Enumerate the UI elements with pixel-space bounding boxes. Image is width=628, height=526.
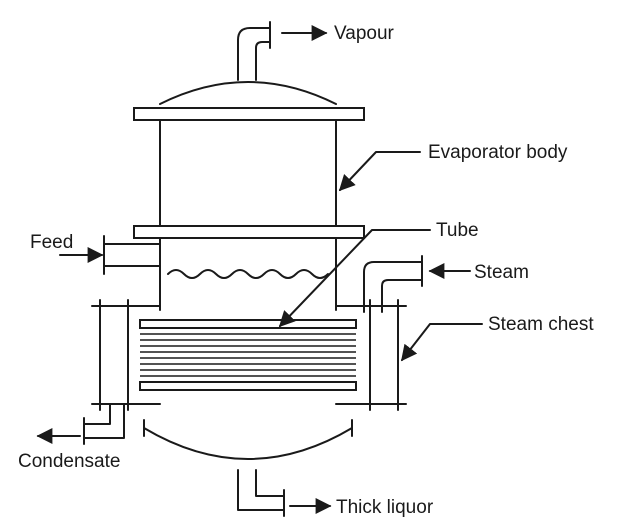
vapour-pipe bbox=[237, 27, 271, 81]
evaporator-body-leader bbox=[338, 151, 421, 192]
top-dome bbox=[159, 81, 337, 105]
label-vapour: Vapour bbox=[334, 23, 395, 44]
liquid-level bbox=[167, 269, 329, 279]
label-steam-chest: Steam chest bbox=[488, 314, 594, 335]
label-condensate: Condensate bbox=[18, 451, 120, 472]
label-feed: Feed bbox=[30, 232, 73, 253]
lower-tube-sheet bbox=[139, 381, 357, 391]
vapour-pipe-inner bbox=[255, 41, 271, 81]
steam-chest-leader bbox=[401, 323, 483, 362]
steam-chest-right bbox=[369, 299, 399, 411]
label-thick-liquor: Thick liquor bbox=[336, 497, 434, 518]
tube-leader bbox=[278, 229, 431, 328]
condensate-pipe bbox=[83, 403, 125, 439]
label-evaporator-body: Evaporator body bbox=[428, 142, 568, 163]
thick-liquor-pipe bbox=[237, 469, 285, 511]
upper-tube-sheet bbox=[139, 319, 357, 329]
bottom-dome bbox=[143, 427, 353, 460]
feed-pipe bbox=[103, 243, 161, 267]
steam-chest-left bbox=[99, 299, 129, 411]
label-tube: Tube bbox=[436, 220, 479, 241]
top-flange bbox=[133, 107, 365, 121]
tube-bundle bbox=[140, 333, 356, 377]
middle-flange bbox=[133, 225, 365, 239]
steam-pipe bbox=[363, 261, 423, 313]
label-steam: Steam bbox=[474, 262, 529, 283]
